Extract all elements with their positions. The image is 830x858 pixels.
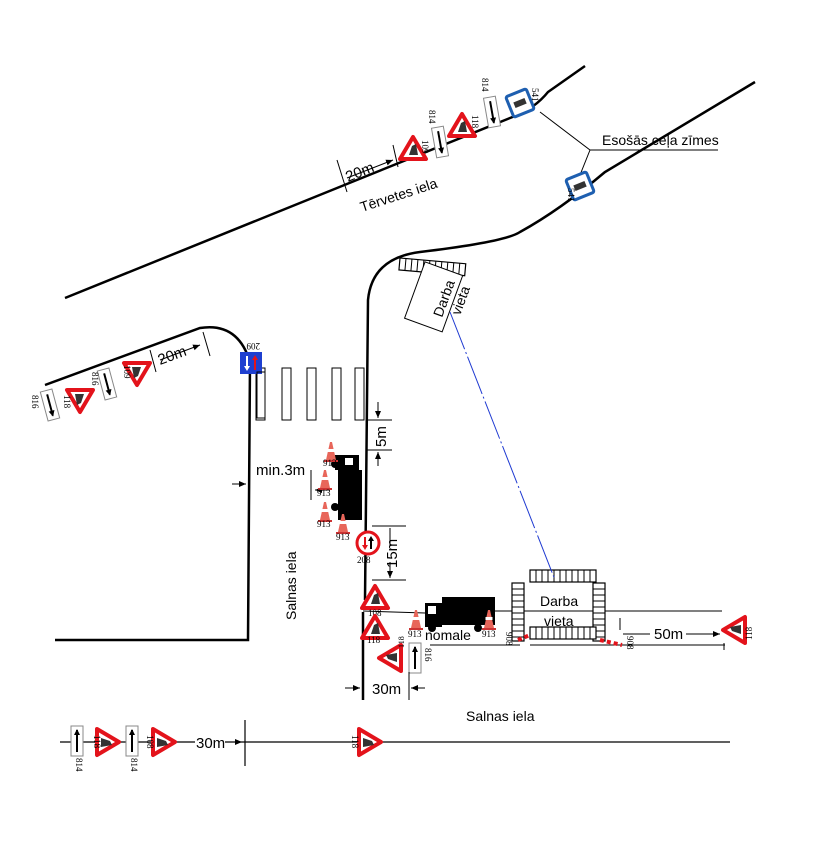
sign-814-arrow-plate: [430, 125, 450, 159]
dimension-50m: 50m: [654, 626, 683, 643]
sign-code: 814: [480, 78, 490, 92]
dimension-20m-tervetes: 20m: [343, 159, 376, 186]
barrier-code: 908: [504, 632, 514, 646]
sign-code: 541: [530, 88, 540, 102]
sign-code: 118: [367, 635, 381, 645]
work-zone-label: vieta: [544, 613, 574, 629]
side-street-edge: [44, 325, 252, 642]
work-zone-north: [398, 257, 467, 333]
existing-signs-label: Esošās ceļa zīmes: [602, 132, 719, 148]
sign-816-arrow-plate: [39, 387, 61, 423]
sign-code: 118: [62, 395, 72, 409]
sign-code: 816: [90, 372, 100, 386]
sign-code: 118: [92, 735, 102, 749]
sign-816-arrow-plate: [408, 642, 422, 674]
sign-108-lane-narrows: [151, 727, 177, 757]
pedestrian-crossing: [255, 367, 365, 421]
barrier-code: 908: [625, 636, 635, 650]
dimension-line-20m: [336, 144, 398, 193]
sign-209-priority-oncoming: [240, 352, 262, 374]
sign-code: 814: [74, 758, 84, 772]
sign-code: 814: [427, 110, 437, 124]
street-label-salnas-bottom: Salnas iela: [466, 708, 535, 724]
dimension-15m: 15m: [384, 539, 401, 568]
sign-code: 541: [566, 188, 576, 202]
dimension-30m-bottom: 30m: [196, 735, 225, 752]
sign-code: 816: [30, 395, 40, 409]
sign-code: 208: [357, 555, 371, 565]
dimension-line-20m-left: [149, 331, 211, 373]
sign-code: 816: [423, 648, 433, 662]
cone-code: 913: [336, 532, 350, 542]
dimension-label-bg: [195, 734, 225, 750]
shoulder-label: nomale: [425, 627, 471, 643]
cone-code: 913: [317, 519, 331, 529]
cone-code: 913: [408, 629, 422, 639]
dimension-min-3m: min.3m: [256, 462, 305, 479]
tervetes-road-edge-south: [363, 80, 756, 601]
truck-vertical: [331, 455, 362, 520]
cone-code: 913: [482, 629, 496, 639]
sign-code: 109: [122, 365, 132, 379]
work-zone-label: Darba: [540, 593, 578, 609]
sign-post-outline: [256, 371, 266, 419]
traffic-cone: [318, 470, 332, 490]
sign-code: 118: [470, 115, 480, 129]
sign-208-give-way-oncoming: [355, 530, 381, 556]
sign-code: 109: [420, 140, 430, 154]
cone-code: 913: [317, 488, 331, 498]
sign-541-north: [504, 87, 536, 119]
sign-814-arrow-plate: [70, 725, 84, 757]
sign-814-arrow-plate: [482, 95, 502, 129]
dimension-ticks-50m: [619, 618, 725, 650]
existing-signs-leader: [539, 111, 718, 176]
sign-code: 118: [350, 735, 360, 749]
sign-118-roadworks: [721, 615, 747, 645]
sign-code: 108: [145, 735, 155, 749]
sign-541-south: [564, 170, 596, 202]
sign-code: 118: [744, 626, 754, 640]
work-zone-east: [511, 569, 623, 647]
dimension-20m-left: 20m: [156, 343, 189, 369]
dimension-line-5m: [366, 402, 392, 451]
sign-code: 814: [129, 758, 139, 772]
street-label-salnas-vertical: Salnas iela: [283, 551, 299, 620]
dimension-5m: 5m: [373, 426, 390, 447]
work-zone-connector-line: [449, 311, 556, 581]
street-label-tervetes: Tērvetes iela: [358, 175, 439, 215]
dimension-30m: 30m: [372, 681, 401, 698]
sign-118-roadworks: [357, 727, 383, 757]
sign-814-arrow-plate: [125, 725, 139, 757]
sign-code: 209: [246, 341, 260, 351]
sign-code: 108: [368, 608, 382, 618]
cone-code: 913: [323, 458, 337, 468]
sign-code: 118: [397, 636, 406, 648]
